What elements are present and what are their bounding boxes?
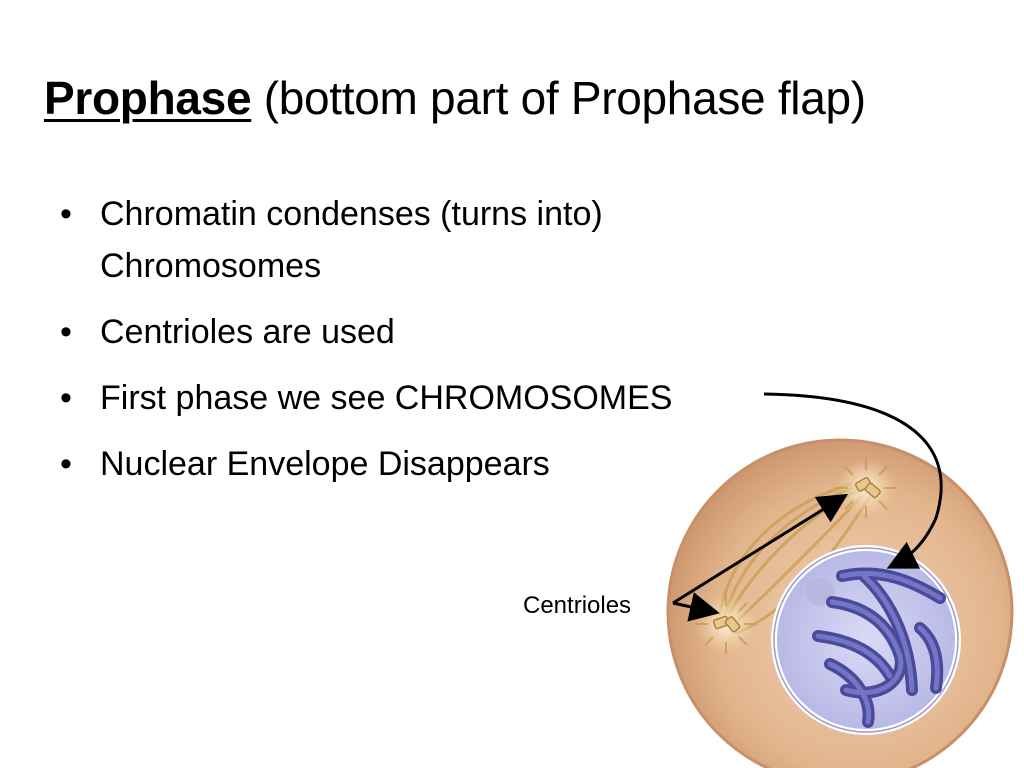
centrioles-label: Centrioles: [523, 592, 632, 619]
arrow-to-chromosomes: [763, 392, 943, 569]
bullet-item: • Nuclear Envelope Disappears: [60, 438, 780, 490]
bullet-text: First phase we see CHROMOSOMES: [100, 379, 673, 417]
bullet-icon: •: [60, 445, 72, 483]
slide-title-keyword: Prophase: [44, 72, 252, 124]
bullet-icon: •: [60, 313, 72, 351]
slide-title-rest: (bottom part of Prophase flap): [251, 72, 866, 124]
arrow-to-top-centriole: [672, 493, 849, 605]
bullet-text: Centrioles are used: [100, 313, 395, 351]
bullet-item: • First phase we see CHROMOSOMES: [60, 372, 780, 424]
bullet-item: • Centrioles are used: [60, 306, 780, 358]
slide-title: Prophase (bottom part of Prophase flap): [44, 70, 866, 126]
bullet-icon: •: [60, 195, 72, 233]
bullet-icon: •: [60, 379, 72, 417]
bullet-text: Chromatin condenses (turns into) Chromos…: [100, 195, 603, 285]
arrow-to-left-centriole: [672, 592, 720, 622]
centriole-arrows: [672, 392, 943, 622]
centriole-aster-top: [836, 458, 896, 518]
centriole-aster-left: [696, 594, 756, 654]
bullet-item: • Chromatin condenses (turns into) Chromo…: [60, 188, 780, 292]
bullet-text: Nuclear Envelope Disappears: [100, 445, 550, 483]
bullet-list: • Chromatin condenses (turns into) Chromo…: [60, 188, 780, 504]
chromosomes: [812, 567, 946, 728]
